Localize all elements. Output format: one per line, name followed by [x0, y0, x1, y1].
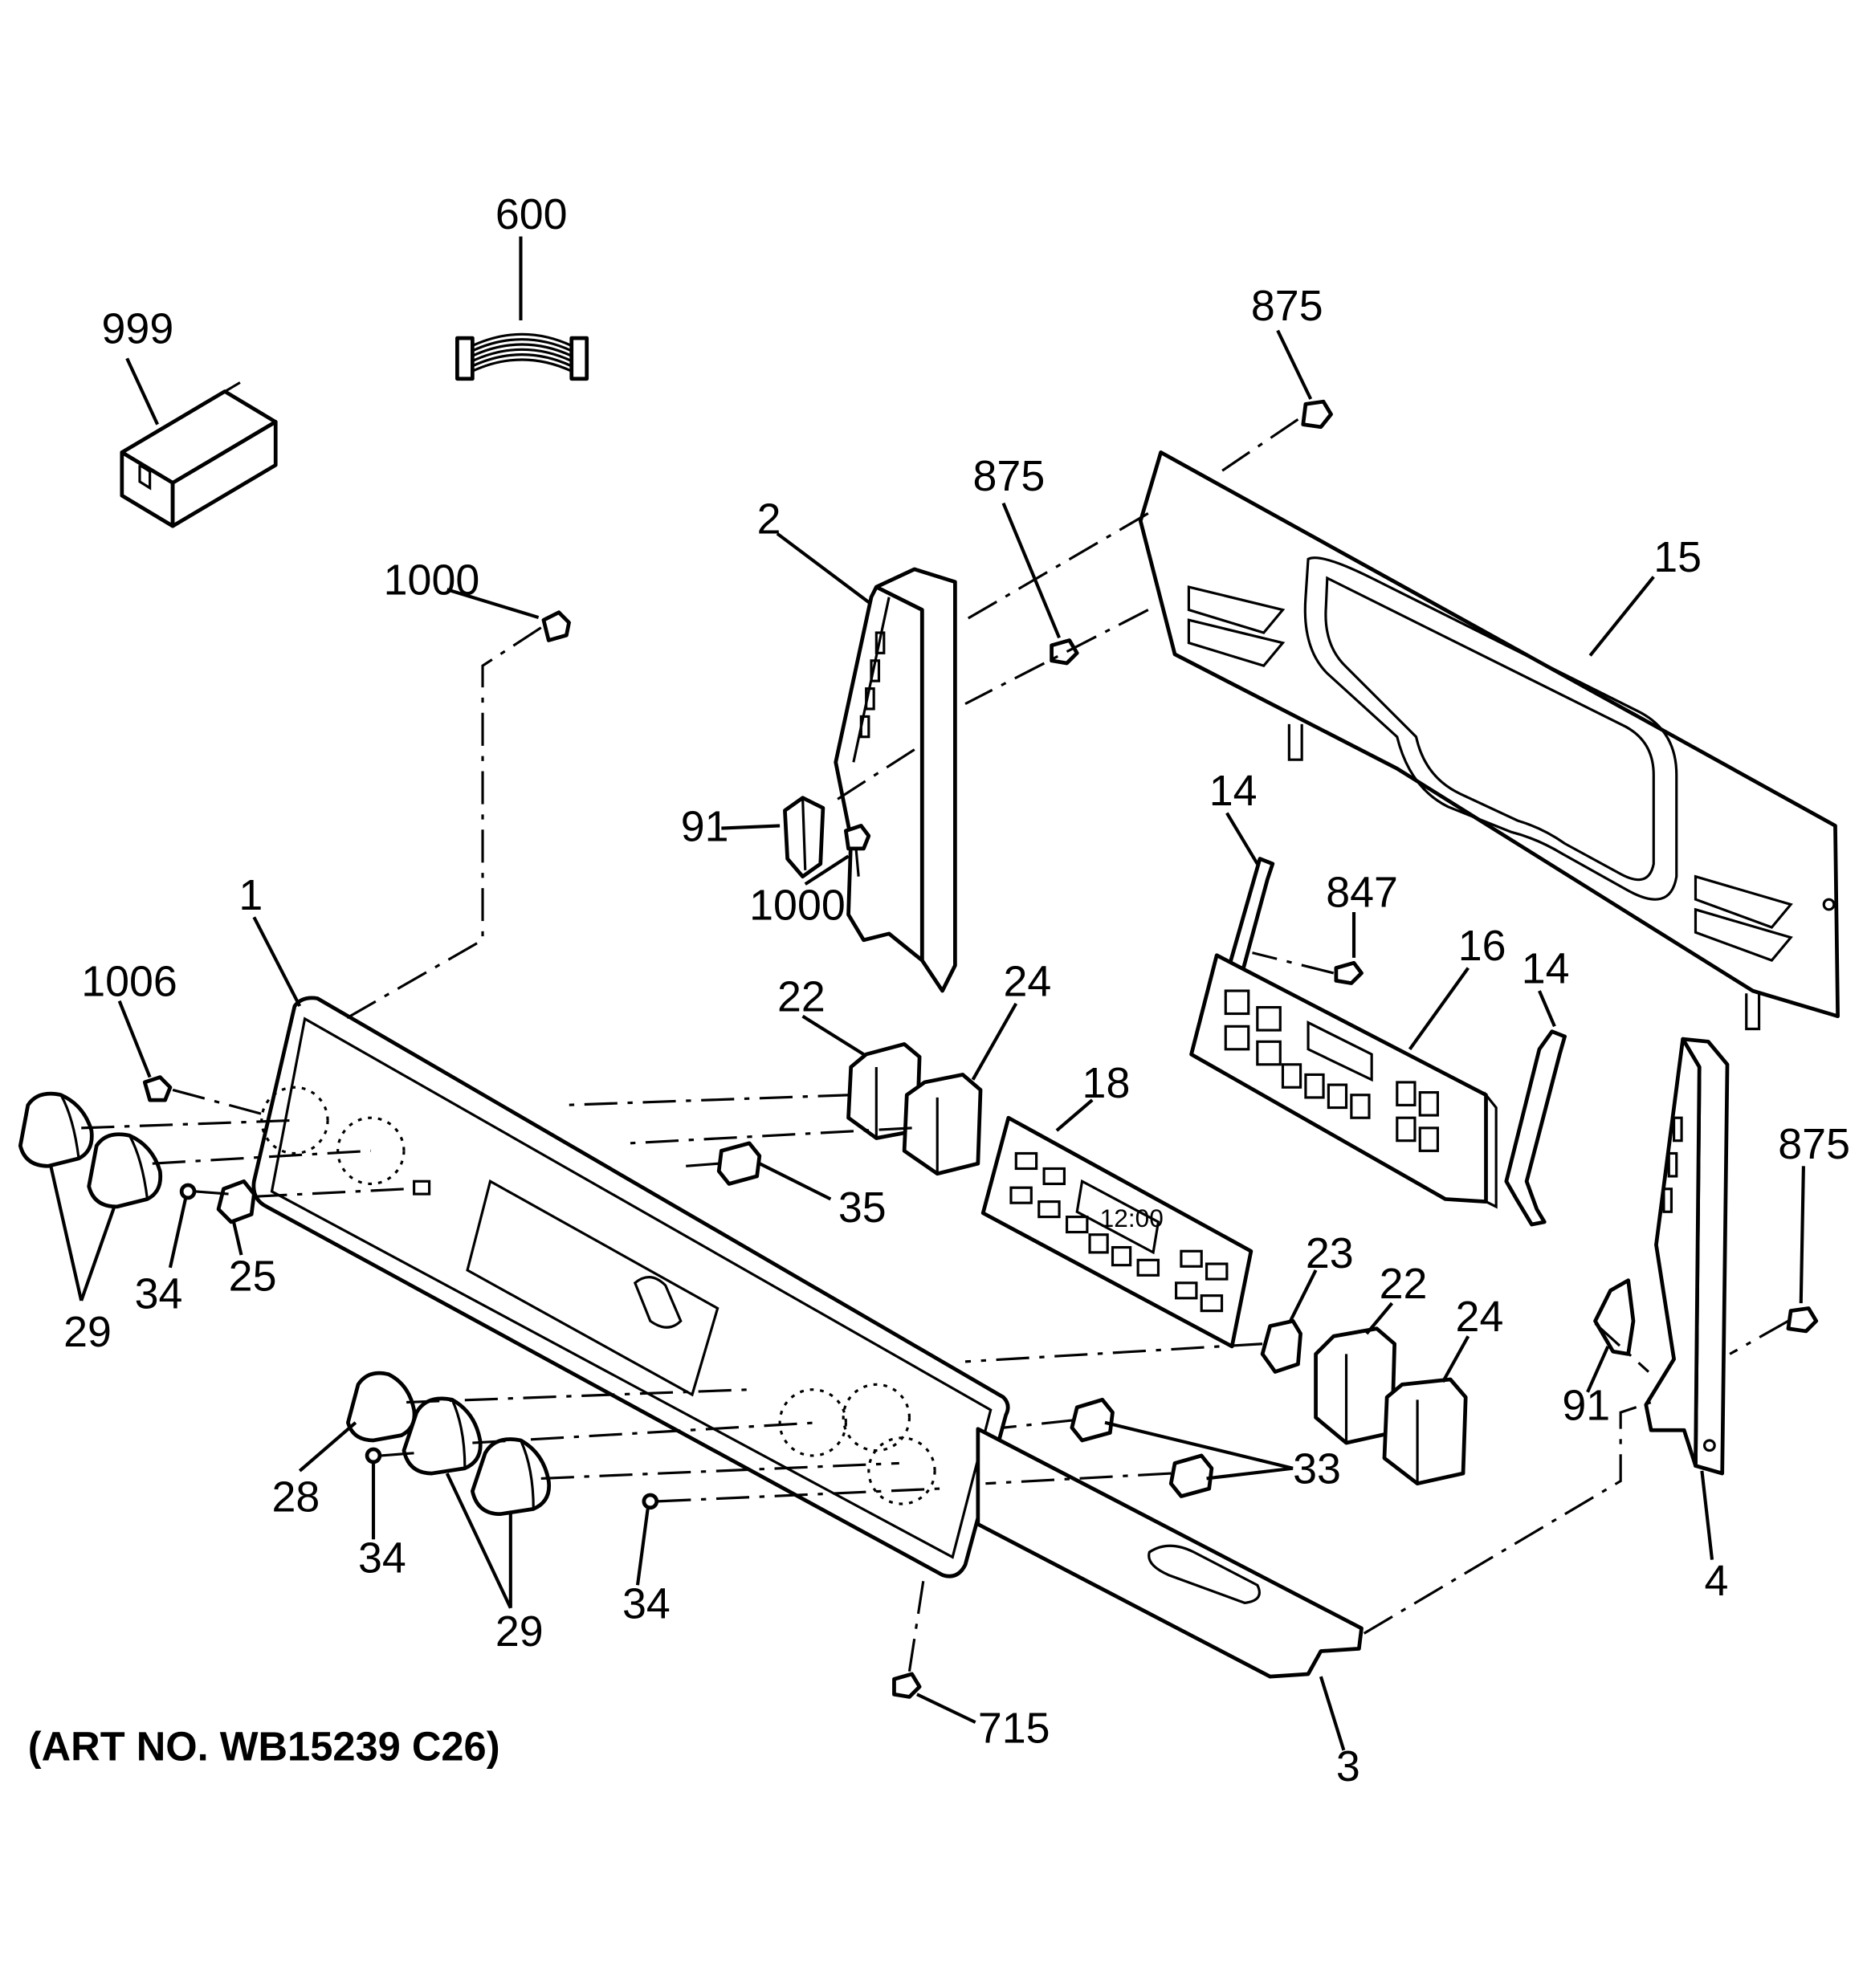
callout-14-left: 14 — [1209, 767, 1258, 815]
callout-1: 1 — [238, 871, 263, 919]
part-4-right-bracket — [1644, 1037, 1730, 1476]
part-33-rocker-switches — [1070, 1397, 1214, 1498]
callout-875-right: 875 — [1778, 1120, 1850, 1168]
callout-34-left: 34 — [135, 1269, 183, 1318]
callout-15: 15 — [1653, 533, 1702, 581]
callout-2: 2 — [757, 495, 781, 544]
part-29-bottom-knobs — [402, 1396, 552, 1517]
screw-847 — [1334, 960, 1364, 985]
part-25-switch — [216, 1179, 256, 1224]
screw-875-mid — [1050, 638, 1079, 666]
callout-23: 23 — [1306, 1229, 1354, 1277]
part-91-right-clip — [1593, 1278, 1636, 1356]
callout-34-bottom: 34 — [622, 1579, 671, 1627]
part-29-left-knobs — [18, 1091, 163, 1209]
part-22-bottom-switch — [1314, 1326, 1397, 1445]
callout-16: 16 — [1458, 922, 1506, 970]
part-91-left-clip — [783, 796, 825, 879]
callout-4: 4 — [1705, 1557, 1729, 1605]
callout-91-right: 91 — [1562, 1382, 1610, 1430]
callout-28: 28 — [271, 1473, 320, 1522]
callout-34-mid: 34 — [358, 1534, 406, 1582]
art-number: (ART NO. WB15239 C26) — [28, 1724, 500, 1770]
part-35-rocker-switch — [716, 1141, 762, 1186]
callout-1000-top: 1000 — [384, 556, 480, 605]
screw-34-mid — [365, 1447, 382, 1465]
callout-22-top: 22 — [777, 972, 825, 1020]
callout-18: 18 — [1082, 1059, 1131, 1107]
part-24-bottom-switch — [1382, 1377, 1468, 1486]
part-23-switch — [1260, 1318, 1302, 1374]
part-2-left-bracket — [834, 567, 957, 993]
callout-35: 35 — [838, 1183, 887, 1232]
part-14-right-bracket — [1504, 1029, 1567, 1227]
callout-14-right: 14 — [1522, 945, 1570, 993]
part-24-top-switch — [902, 1073, 983, 1176]
callout-22-bottom: 22 — [1380, 1260, 1428, 1308]
screw-1006 — [142, 1075, 173, 1102]
callout-715: 715 — [978, 1704, 1050, 1752]
callout-labels: 999 600 875 875 875 2 15 1000 1000 91 91… — [28, 190, 1850, 1790]
screw-1000-top — [541, 610, 571, 642]
callout-29-bottom: 29 — [495, 1607, 544, 1656]
part-600-harness — [455, 332, 589, 381]
callout-875-mid: 875 — [973, 452, 1046, 500]
part-3-trim — [976, 1427, 1364, 1679]
callout-24-bottom: 24 — [1456, 1293, 1504, 1341]
screw-34-left — [179, 1183, 197, 1200]
callout-91-left: 91 — [681, 802, 729, 850]
callout-24-top: 24 — [1003, 957, 1051, 1005]
callout-25: 25 — [229, 1252, 277, 1300]
callout-1006: 1006 — [81, 957, 177, 1005]
callout-999: 999 — [102, 304, 174, 352]
screw-875-top — [1301, 399, 1333, 430]
part-16-control-board — [1189, 953, 1498, 1209]
keypad-clock-display: 12:00 — [1100, 1204, 1164, 1232]
part-1-control-panel — [251, 996, 1010, 1579]
callout-1000-mid: 1000 — [749, 881, 846, 929]
screw-715 — [892, 1672, 922, 1699]
callout-847: 847 — [1326, 869, 1398, 917]
part-22-top-switch — [846, 1042, 922, 1140]
assembly-lines — [81, 418, 1789, 1672]
callout-875-top: 875 — [1251, 282, 1323, 330]
part-28-knob — [345, 1371, 417, 1443]
part-18-keypad-overlay: 12:00 — [980, 1115, 1253, 1349]
part-999-box — [120, 381, 278, 528]
callout-33: 33 — [1293, 1445, 1341, 1493]
callout-29-left: 29 — [63, 1308, 112, 1356]
part-15-rear-cover — [1138, 450, 1840, 1031]
callout-600: 600 — [495, 190, 568, 238]
leader-lines — [49, 236, 1805, 1751]
screw-34-bottom — [642, 1493, 659, 1510]
screw-875-right — [1786, 1306, 1819, 1334]
callout-3: 3 — [1336, 1742, 1360, 1790]
screw-1000-mid — [843, 824, 871, 877]
